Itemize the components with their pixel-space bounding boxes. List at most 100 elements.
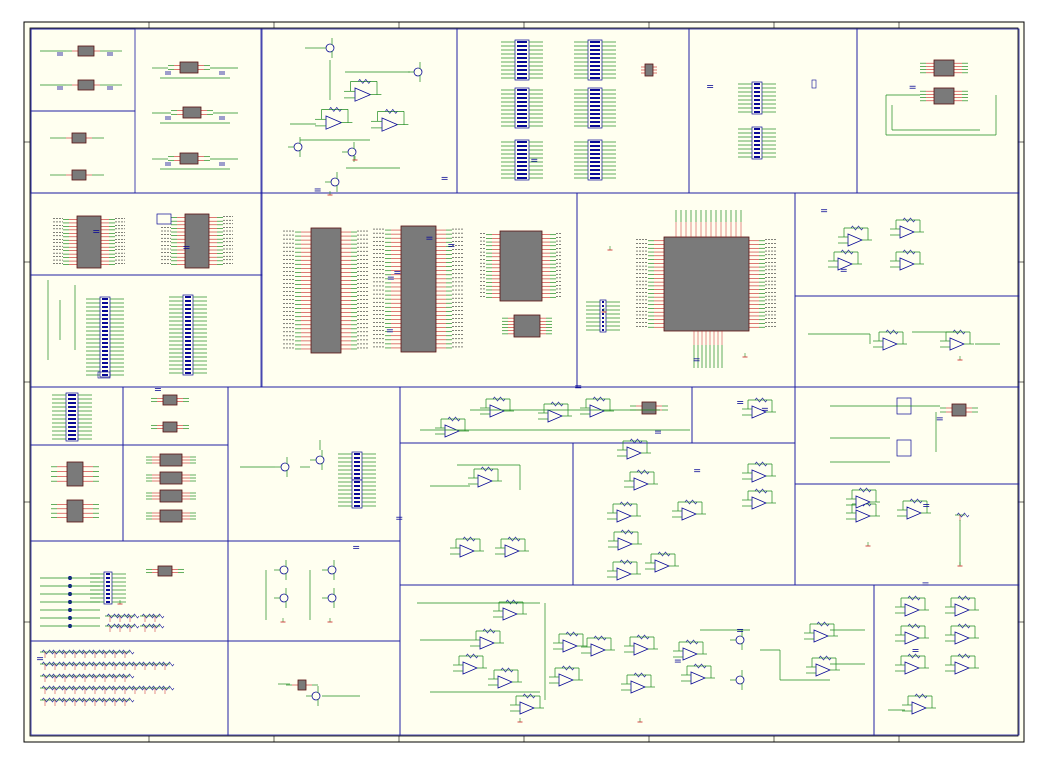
resistor [41, 697, 55, 703]
resistor [101, 649, 115, 655]
resistor [91, 697, 105, 703]
ic-chip [663, 236, 750, 332]
resistor [957, 623, 971, 629]
ic-chip [159, 489, 183, 503]
connector-pin [68, 410, 76, 412]
op-amp [682, 647, 699, 661]
connector-pin [602, 329, 604, 331]
resistor [71, 697, 85, 703]
connector-pin [517, 61, 527, 63]
connector-pin [754, 83, 760, 85]
connector-pin [106, 593, 110, 595]
transistor [330, 177, 340, 187]
connector-pin [517, 161, 527, 163]
resistor [754, 461, 768, 467]
relay [896, 439, 912, 457]
connector-pin [354, 493, 360, 495]
connector-pin [517, 89, 527, 91]
resistor [447, 416, 461, 422]
connector-pin [354, 477, 360, 479]
connector [751, 126, 763, 160]
connector [599, 299, 607, 333]
op-amp [558, 673, 575, 687]
resistor [902, 249, 916, 255]
connector-pin [102, 342, 108, 344]
connector-pin [754, 99, 760, 101]
op-amp [882, 337, 899, 351]
op-amp [911, 701, 928, 715]
ic-chip [179, 152, 199, 165]
resistor [850, 225, 864, 231]
connector-pin [102, 310, 108, 312]
connector-pin [185, 328, 191, 330]
resistor [141, 685, 155, 691]
connector-pin [590, 77, 600, 79]
connector-pin [102, 358, 108, 360]
resistor [907, 595, 921, 601]
ic-chip [159, 453, 183, 467]
connector-pin [590, 153, 600, 155]
connector-pin [590, 157, 600, 159]
resistor [462, 536, 476, 542]
op-amp [654, 559, 671, 573]
connector-pin [517, 65, 527, 67]
connector-pin [517, 109, 527, 111]
resistor [61, 685, 75, 691]
op-amp [899, 257, 916, 271]
op-amp [444, 424, 461, 438]
resistor [111, 661, 125, 667]
op-amp [954, 631, 971, 645]
op-amp [855, 495, 872, 509]
ic-chip [162, 394, 178, 406]
connector-pin [517, 153, 527, 155]
connector-pin [517, 157, 527, 159]
connector-pin [602, 321, 604, 323]
connector-pin [354, 485, 360, 487]
op-amp [904, 661, 921, 675]
connector-pin [517, 113, 527, 115]
ic-chip [77, 45, 95, 57]
resistor [754, 397, 768, 403]
connector-pin [354, 489, 360, 491]
connector-pin [590, 113, 600, 115]
ic-chip [179, 61, 199, 74]
schematic-region [873, 584, 1020, 736]
connector-pin [754, 95, 760, 97]
resistor [116, 623, 130, 629]
op-amp [626, 446, 643, 460]
connector-pin [354, 465, 360, 467]
connector-pin [102, 338, 108, 340]
connector-pin [517, 165, 527, 167]
switch [97, 371, 111, 379]
connector-pin [517, 177, 527, 179]
resistor [754, 488, 768, 494]
connector-pin [68, 394, 76, 396]
connector-pin [185, 320, 191, 322]
connector-pin [602, 325, 604, 327]
op-amp [459, 544, 476, 558]
connector-pin [102, 326, 108, 328]
resistor [126, 613, 140, 619]
op-amp [949, 337, 966, 351]
resistor [101, 673, 115, 679]
connector-pin [102, 322, 108, 324]
resistor [161, 685, 175, 691]
resistor [480, 466, 494, 472]
resistor [693, 663, 707, 669]
resistor [71, 673, 85, 679]
resistor [914, 693, 928, 699]
resistor [121, 685, 135, 691]
connector-pin [185, 308, 191, 310]
resistor [561, 665, 575, 671]
connector-pin [354, 501, 360, 503]
connector-pin [68, 406, 76, 408]
connector-pin [754, 136, 760, 138]
op-amp [751, 405, 768, 419]
resistor [51, 649, 65, 655]
connector-pin [590, 69, 600, 71]
connector-pin [754, 91, 760, 93]
connector-pin [754, 103, 760, 105]
connector-pin [102, 370, 108, 372]
connector-pin [102, 374, 108, 376]
